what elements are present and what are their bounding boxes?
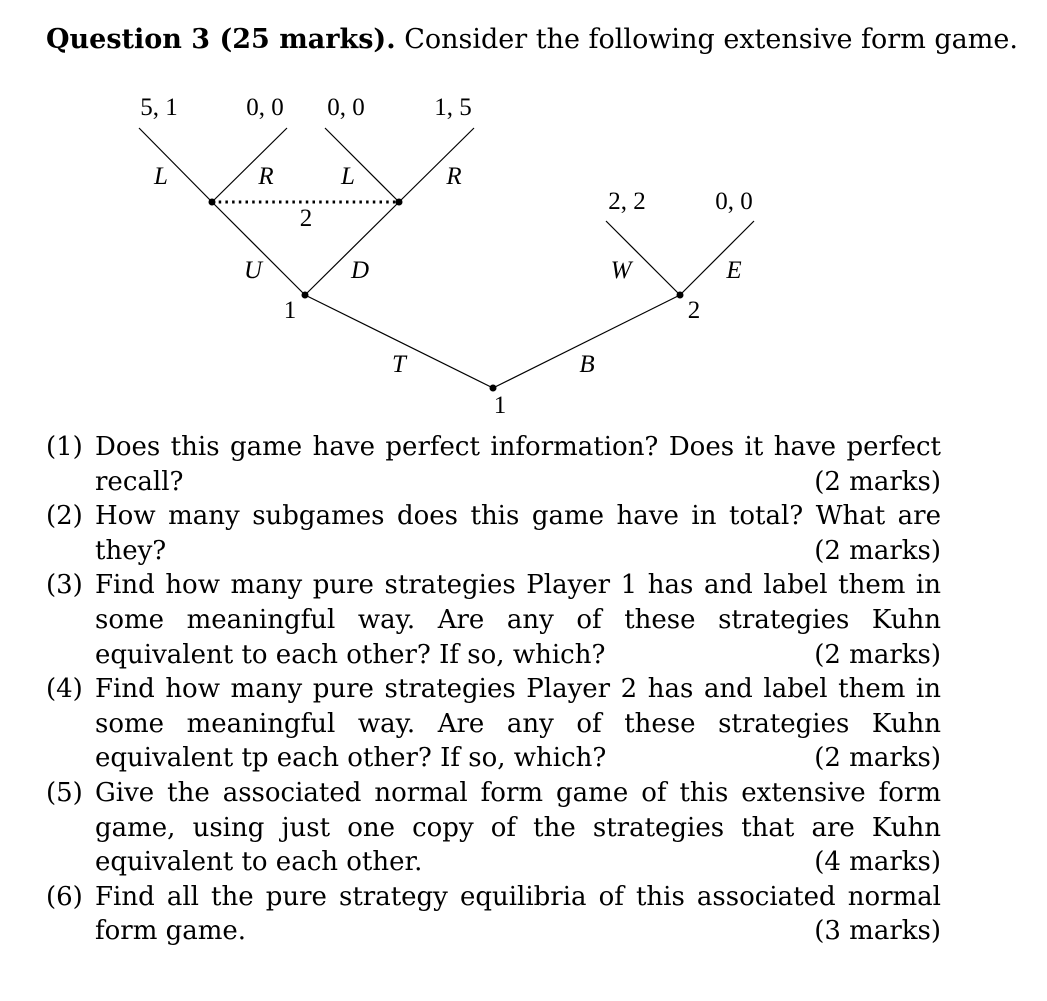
edge-L-left bbox=[138, 127, 213, 203]
item-number: (6) bbox=[46, 881, 83, 912]
item-text: How many subgames does this game have in… bbox=[95, 501, 941, 566]
item-text: Does this game have perfect information?… bbox=[95, 432, 941, 497]
item-text: Give the associated normal form game of … bbox=[95, 777, 941, 878]
payoff-1: 5, 1 bbox=[140, 94, 178, 121]
item-number: (4) bbox=[46, 674, 83, 705]
action-L-right: L bbox=[340, 163, 355, 190]
player-label-right-node: 2 bbox=[688, 297, 701, 324]
edge-L-right bbox=[324, 127, 400, 203]
player-label-info-set: 2 bbox=[300, 205, 313, 232]
player-label-root: 1 bbox=[494, 392, 507, 419]
payoff-2: 0, 0 bbox=[246, 94, 284, 121]
edge-D bbox=[304, 201, 400, 296]
player2-node-right bbox=[676, 291, 684, 299]
info-node-left bbox=[208, 198, 216, 206]
item-marks: (2 marks) bbox=[814, 743, 941, 774]
item-text: Find how many pure strategies Player 1 h… bbox=[95, 570, 941, 670]
action-D: D bbox=[350, 257, 369, 284]
player-label-left-node: 1 bbox=[284, 297, 297, 324]
question-intro: Consider the following extensive form ga… bbox=[404, 24, 1018, 55]
payoff-4: 1, 5 bbox=[434, 94, 472, 121]
item-number: (5) bbox=[46, 777, 83, 808]
edge-U bbox=[211, 201, 306, 296]
question-list: (1) Does this game have perfect informat… bbox=[46, 430, 941, 949]
item-number: (2) bbox=[46, 501, 83, 532]
action-T: T bbox=[392, 351, 408, 378]
action-W: W bbox=[611, 257, 634, 284]
action-L-left: L bbox=[153, 163, 168, 190]
payoff-6: 0, 0 bbox=[715, 188, 753, 215]
game-tree-diagram: 5, 1 0, 0 0, 0 1, 5 2, 2 0, 0 L R L R U … bbox=[138, 94, 755, 419]
action-B: B bbox=[579, 351, 594, 378]
payoff-5: 2, 2 bbox=[608, 188, 646, 215]
item-marks: (2 marks) bbox=[814, 535, 941, 566]
list-item: (1) Does this game have perfect informat… bbox=[46, 430, 941, 499]
item-number: (3) bbox=[46, 570, 83, 601]
item-marks: (2 marks) bbox=[814, 466, 941, 497]
edge-T bbox=[304, 294, 494, 389]
action-E: E bbox=[725, 257, 741, 284]
list-item: (2) How many subgames does this game hav… bbox=[46, 499, 941, 568]
info-node-right bbox=[395, 198, 403, 206]
edge-R-right bbox=[398, 127, 475, 203]
list-item: (5) Give the associated normal form game… bbox=[46, 776, 941, 880]
action-R-left: R bbox=[257, 163, 273, 190]
edge-R-left bbox=[211, 127, 288, 203]
list-item: (6) Find all the pure strategy equilibri… bbox=[46, 880, 941, 949]
action-U: U bbox=[244, 257, 264, 284]
action-R-right: R bbox=[445, 163, 461, 190]
question-heading: Question 3 (25 marks). Consider the foll… bbox=[46, 22, 1018, 58]
item-marks: (4 marks) bbox=[814, 847, 941, 878]
item-number: (1) bbox=[46, 432, 83, 462]
player1-node bbox=[301, 291, 309, 299]
root-node bbox=[489, 384, 497, 392]
item-text: Find how many pure strategies Player 2 h… bbox=[95, 674, 941, 774]
item-text: Find all the pure strategy equilibria of… bbox=[95, 881, 941, 947]
question-label: Question 3 (25 marks). bbox=[46, 24, 396, 55]
edge-B bbox=[492, 294, 681, 389]
item-marks: (2 marks) bbox=[814, 639, 941, 670]
item-marks: (3 marks) bbox=[814, 916, 941, 947]
edge-E bbox=[679, 220, 755, 296]
list-item: (4) Find how many pure strategies Player… bbox=[46, 672, 941, 776]
edge-W bbox=[605, 220, 681, 296]
list-item: (3) Find how many pure strategies Player… bbox=[46, 568, 941, 672]
payoff-3: 0, 0 bbox=[327, 94, 365, 121]
